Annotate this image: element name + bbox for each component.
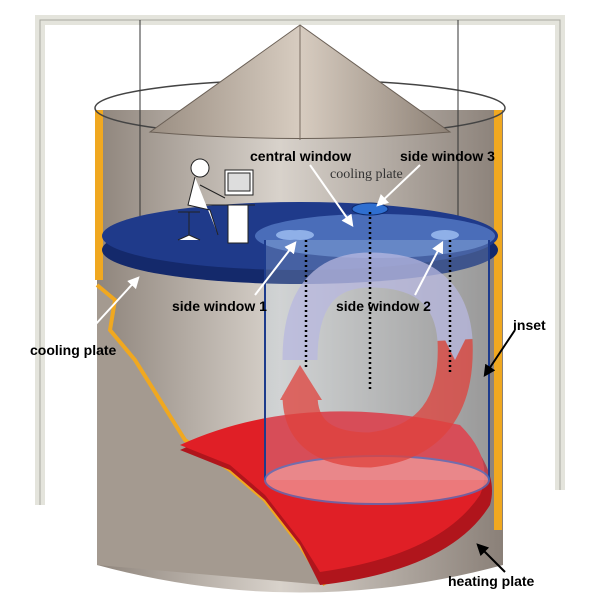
operator-at-computer-icon: [177, 158, 255, 244]
probe-lines: [304, 212, 452, 390]
roof: [94, 20, 506, 230]
tank-edge-right: [494, 110, 502, 530]
label-inset: inset: [513, 317, 546, 333]
tank-edge-left: [95, 110, 103, 280]
label-side-window-1: side window 1: [172, 298, 267, 314]
black-pointer-arrows: [476, 329, 516, 573]
support-frame: [35, 15, 565, 505]
label-side-window-2: side window 2: [336, 298, 431, 314]
pointer-arrows: [94, 164, 444, 326]
label-cooling-plate-top: cooling plate: [330, 167, 403, 182]
label-heating-plate: heating plate: [448, 573, 535, 589]
convection-arrow: [280, 252, 473, 468]
label-cooling-plate-left: cooling plate: [30, 342, 117, 358]
label-side-window-3: side window 3: [400, 148, 495, 164]
side-window-2-marker: [431, 230, 459, 240]
side-window-1-marker: [276, 230, 304, 240]
label-central-window: central window: [250, 148, 351, 164]
cutaway: [97, 285, 325, 585]
